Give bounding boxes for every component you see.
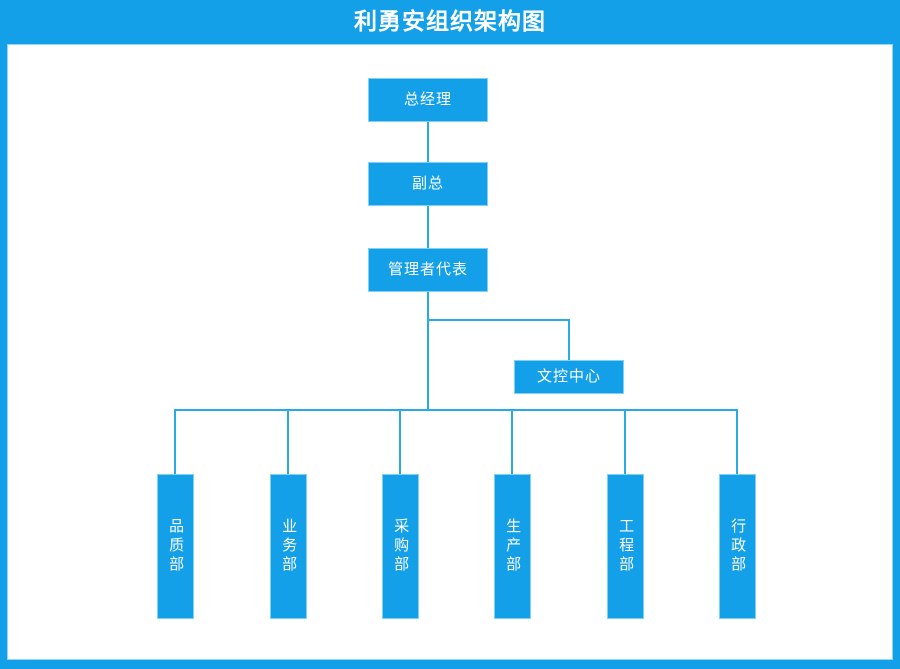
node-department-administration[interactable]: 行政部	[719, 474, 756, 619]
node-deputy-general-manager[interactable]: 副总	[368, 162, 488, 206]
frame-left-bar	[0, 44, 7, 669]
connector-doc-drop	[568, 319, 570, 361]
connector-drop-production	[511, 409, 513, 475]
page-title: 利勇安组织架构图	[354, 8, 546, 34]
node-department-engineering[interactable]: 工程部	[607, 474, 644, 619]
connector-mgmtrep-to-doc-horizontal	[427, 319, 570, 321]
connector-vgm-to-mgmtrep	[427, 206, 429, 248]
node-department-sales[interactable]: 业务部	[270, 474, 307, 619]
connector-drop-sales	[287, 409, 289, 475]
frame-bottom-bar	[0, 660, 900, 669]
connector-drop-purchasing	[399, 409, 401, 475]
node-management-representative[interactable]: 管理者代表	[368, 248, 488, 292]
connector-gm-to-vgm	[427, 122, 429, 162]
connector-drop-engineering	[624, 409, 626, 475]
node-department-quality[interactable]: 品质部	[157, 474, 194, 619]
frame-right-bar	[893, 44, 900, 669]
connector-mgmtrep-trunk	[427, 292, 429, 410]
node-department-purchasing[interactable]: 采购部	[382, 474, 419, 619]
connector-department-bus	[174, 409, 738, 411]
frame-top-bar	[0, 0, 900, 44]
connector-drop-administration	[736, 409, 738, 475]
node-department-production[interactable]: 生产部	[494, 474, 531, 619]
node-general-manager[interactable]: 总经理	[368, 78, 488, 122]
node-document-control-center[interactable]: 文控中心	[514, 360, 624, 394]
connector-drop-quality	[174, 409, 176, 475]
